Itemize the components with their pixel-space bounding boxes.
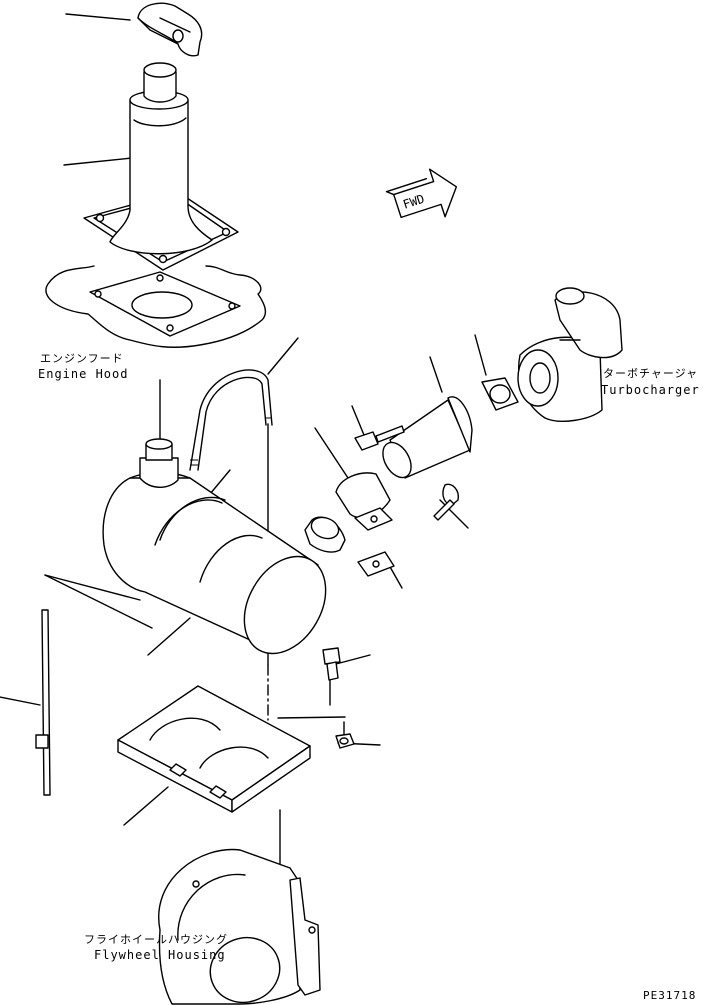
drawing-number: PE31718 bbox=[643, 989, 697, 1002]
engine-hood-outline bbox=[46, 266, 265, 347]
u-bolt bbox=[190, 370, 272, 470]
bolt-and-nut bbox=[323, 648, 354, 748]
flywheel-housing-label-en: Flywheel Housing bbox=[94, 948, 226, 962]
fwd-arrow: FWD bbox=[384, 163, 464, 232]
exhaust-stack bbox=[84, 63, 238, 270]
fwd-text: FWD bbox=[401, 192, 426, 212]
muffler bbox=[103, 439, 345, 668]
engine-hood-label-jp: エンジンフード bbox=[40, 352, 124, 365]
muffler-bracket bbox=[118, 686, 310, 812]
support-rod bbox=[36, 610, 50, 795]
leader-lines bbox=[0, 14, 486, 825]
rain-cap bbox=[138, 3, 202, 55]
flywheel-housing-label-jp: フライホイールハウジング bbox=[84, 933, 228, 946]
clamp-parts bbox=[336, 426, 458, 576]
flywheel-housing bbox=[159, 850, 320, 1005]
turbocharger-label-jp: ターボチャージャ bbox=[603, 367, 699, 380]
turbocharger bbox=[518, 288, 622, 421]
turbocharger-label-en: Turbocharger bbox=[601, 383, 700, 397]
engine-hood-label-en: Engine Hood bbox=[38, 367, 129, 381]
exhaust-pipe bbox=[377, 378, 518, 482]
